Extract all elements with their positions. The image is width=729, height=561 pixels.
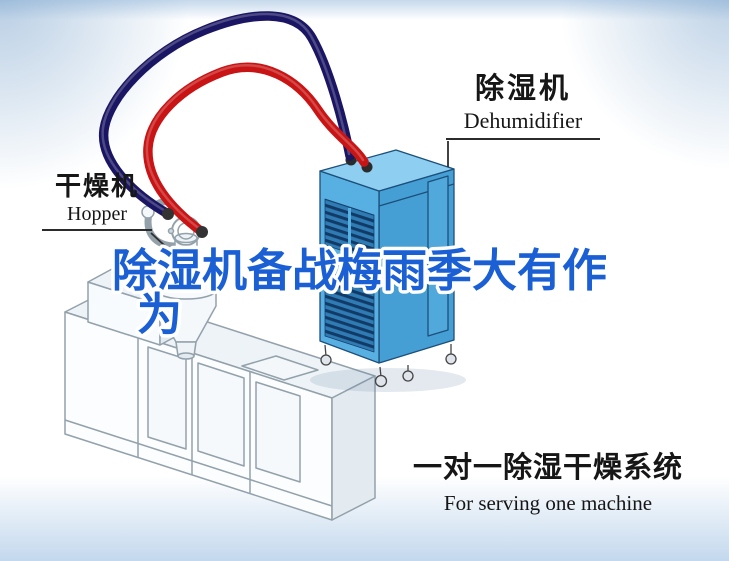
machine-end-face (331, 375, 376, 521)
navy-hose (98, 11, 355, 219)
callout-lines (150, 141, 449, 258)
dryer-machine-illustration (64, 198, 376, 521)
hoses (98, 11, 369, 238)
clamp-bolt (167, 227, 175, 235)
headline-line1: 除湿机备战梅雨季大有作 (112, 244, 607, 297)
dehumidifier-label-en: Dehumidifier (463, 108, 583, 133)
hose-end-sleeve (162, 208, 174, 220)
machine-top-hatch (241, 355, 319, 381)
red-hose-highlight (145, 64, 365, 232)
dehumidifier-top-face (319, 149, 455, 192)
red-hose (143, 62, 369, 237)
hopper-pointer-line (150, 232, 178, 258)
door-handle (439, 250, 443, 263)
dehumidifier-label: 除湿机 Dehumidifier (446, 72, 600, 140)
hopper-label: 干燥机 Hopper (42, 170, 152, 231)
navy-hose-highlight (101, 12, 351, 214)
hopper-label-en: Hopper (67, 203, 127, 225)
dehumidifier-door-panel (427, 175, 449, 337)
dehumidifier-shadow (310, 368, 466, 392)
hose-end-sleeve (196, 226, 208, 238)
system-caption-zh: 一对一除湿干燥系统 (412, 452, 683, 484)
vent-grille-lower (324, 270, 375, 353)
machine-panel (255, 381, 301, 483)
hopper-outlet-end (177, 352, 195, 360)
machine-panel (197, 362, 245, 467)
hopper-label-zh: 干燥机 (54, 171, 139, 201)
machine-panel (147, 346, 187, 450)
headline-overlay: 除湿机备战梅雨季大有作 为 (109, 241, 611, 345)
dehumidifier-label-zh: 除湿机 (474, 73, 571, 105)
system-caption: 一对一除湿干燥系统 For serving one machine (398, 450, 698, 516)
casters (320, 344, 457, 388)
system-caption-en: For serving one machine (443, 491, 653, 515)
headline-line2: 为 (137, 288, 182, 341)
dehumidifier-illustration (319, 149, 457, 388)
machine-base-seam (64, 419, 333, 507)
